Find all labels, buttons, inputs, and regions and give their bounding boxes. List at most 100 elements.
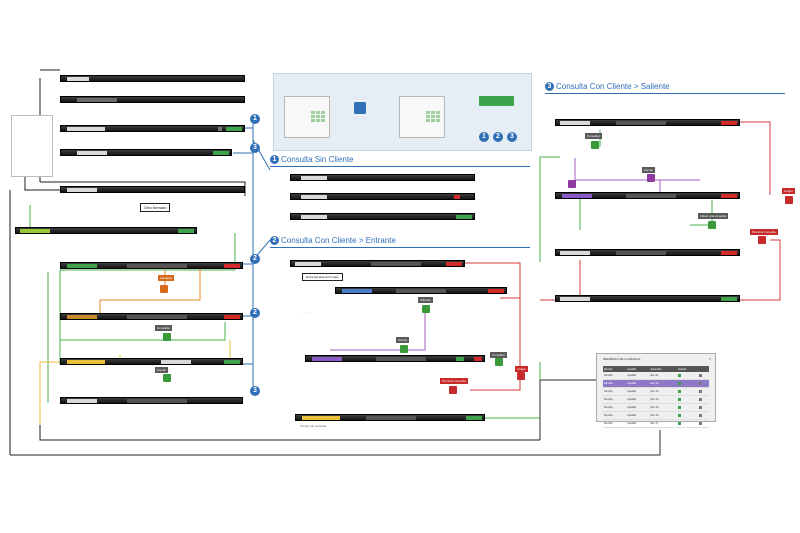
cell: Apellido	[626, 379, 650, 388]
phone-icon[interactable]	[678, 421, 682, 425]
number-input[interactable]	[295, 262, 321, 266]
toolbar-dial-2[interactable]	[60, 149, 232, 156]
consult-icon[interactable]	[422, 305, 430, 313]
s2-toolbar-return[interactable]	[295, 414, 485, 421]
hangup-icon[interactable]	[517, 372, 525, 380]
consult-hold-icon[interactable]	[160, 285, 168, 293]
number-input[interactable]	[67, 127, 105, 131]
call-icon[interactable]	[400, 345, 408, 353]
call-button[interactable]	[466, 416, 482, 420]
toolbar-menu[interactable]	[60, 96, 245, 103]
number-input[interactable]	[67, 399, 97, 403]
client-tab[interactable]	[342, 289, 372, 293]
intro-panel: 1 2 3	[273, 73, 532, 151]
delete-icon[interactable]	[699, 389, 703, 393]
consult-call-icon[interactable]	[163, 333, 171, 341]
hangup-button[interactable]	[446, 262, 462, 266]
number-input[interactable]	[161, 360, 191, 364]
number-input[interactable]	[301, 176, 327, 180]
number-input[interactable]	[560, 297, 590, 301]
delete-icon[interactable]	[699, 397, 703, 401]
hangup-button[interactable]	[488, 289, 504, 293]
number-input[interactable]	[301, 215, 327, 219]
hangup-button[interactable]	[721, 121, 737, 125]
phone-icon[interactable]	[678, 389, 682, 393]
dialpad-icon[interactable]	[218, 127, 222, 131]
hangup-button[interactable]	[721, 251, 737, 255]
hangup-button[interactable]	[224, 315, 240, 319]
s2-toolbar-consult[interactable]	[305, 355, 485, 362]
call-icon[interactable]	[647, 174, 655, 182]
menu-chip[interactable]	[77, 98, 117, 102]
delete-icon[interactable]	[699, 413, 703, 417]
phone-icon[interactable]	[678, 373, 682, 377]
hold-icon[interactable]	[568, 180, 576, 188]
number-input[interactable]	[67, 77, 89, 81]
toolbar-consult-dial[interactable]	[60, 358, 243, 365]
delete-icon[interactable]	[699, 373, 703, 377]
delete-icon[interactable]	[699, 405, 703, 409]
phone-icon[interactable]	[678, 413, 682, 417]
dialog-title: REFERIDO DE LLAMADAS	[603, 357, 641, 361]
hangup-button[interactable]	[224, 264, 240, 268]
call-button-large	[479, 96, 514, 106]
delete-icon[interactable]	[699, 381, 703, 385]
section-2-rule	[270, 247, 530, 248]
hangup-button[interactable]	[454, 195, 460, 199]
hangup-button[interactable]	[721, 194, 737, 198]
toolbar-idle[interactable]	[60, 75, 245, 82]
delete-icon[interactable]	[699, 421, 703, 425]
call-button[interactable]	[456, 215, 472, 219]
hangup-icon[interactable]	[785, 196, 793, 204]
call-button[interactable]	[456, 357, 464, 361]
call-button[interactable]	[226, 127, 242, 131]
s2-toolbar-active[interactable]	[290, 260, 465, 267]
llamar-tooltip-s3: Llamar	[642, 167, 656, 173]
number-input[interactable]	[560, 251, 590, 255]
s1-toolbar-2[interactable]	[290, 193, 475, 200]
toolbar-return[interactable]	[60, 397, 243, 404]
s1-toolbar-1[interactable]	[290, 174, 475, 181]
call-icon[interactable]	[163, 374, 171, 382]
s3-toolbar-idle[interactable]	[555, 295, 740, 302]
call-button[interactable]	[213, 151, 229, 155]
phone-icon[interactable]	[678, 397, 682, 401]
end-consult-icon[interactable]	[449, 386, 457, 394]
s3-toolbar-active[interactable]	[555, 119, 740, 126]
number-input[interactable]	[560, 121, 590, 125]
close-icon[interactable]: ×	[708, 356, 711, 361]
answer-button[interactable]	[178, 229, 194, 233]
number-input[interactable]	[301, 195, 327, 199]
s1-toolbar-3[interactable]	[290, 213, 475, 220]
s3-toolbar-hold[interactable]	[555, 249, 740, 256]
incoming-indicator	[20, 229, 50, 233]
consult-icon[interactable]	[591, 141, 599, 149]
toolbar-dial[interactable]	[60, 125, 245, 132]
call-button[interactable]	[224, 360, 240, 364]
client-info	[127, 264, 187, 268]
hangup-button[interactable]	[474, 357, 482, 361]
call-button[interactable]	[721, 297, 737, 301]
phone-icon[interactable]	[678, 405, 682, 409]
toolbar-incoming[interactable]	[15, 227, 197, 234]
step-badge-3: 3	[250, 143, 260, 153]
s3-toolbar-consult[interactable]	[555, 192, 740, 199]
s2-toolbar-clients[interactable]	[335, 287, 507, 294]
toolbar-active-call[interactable]	[60, 262, 243, 269]
number-input[interactable]	[77, 151, 107, 155]
toolbar-format[interactable]	[60, 186, 245, 193]
end-consult-icon[interactable]	[758, 236, 766, 244]
consult-call-icon[interactable]	[495, 358, 503, 366]
number-input[interactable]	[67, 188, 97, 192]
resume-icon[interactable]	[708, 221, 716, 229]
phone-icon[interactable]	[678, 381, 682, 385]
cell: Ext. 03	[649, 387, 678, 396]
toolbar-consult[interactable]	[60, 313, 243, 320]
